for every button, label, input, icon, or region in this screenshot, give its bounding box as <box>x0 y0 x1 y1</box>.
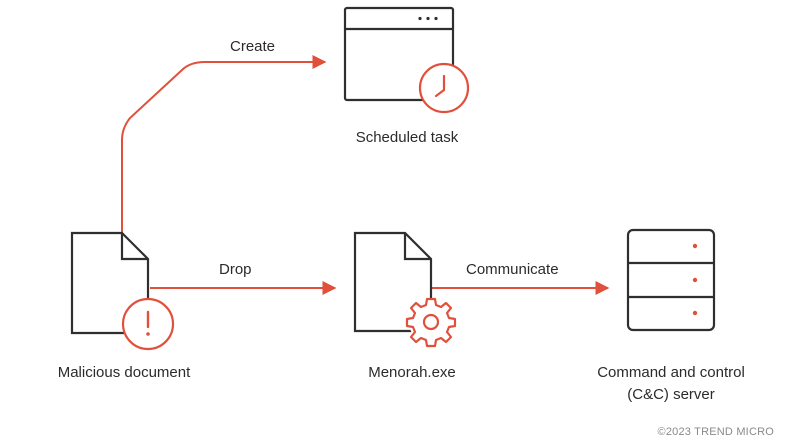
create-label: Create <box>230 38 276 55</box>
scheduled-task-label: Scheduled task <box>355 129 459 146</box>
create-arrow <box>121 55 327 240</box>
drop-label: Drop <box>219 261 252 278</box>
malicious-document-label: Malicious document <box>57 364 191 381</box>
server-icon <box>626 228 716 332</box>
cnc-server-label-line1: Command and control <box>597 364 745 381</box>
menorah-exe-label: Menorah.exe <box>368 364 456 381</box>
cnc-server-label-line2: (C&C) server <box>627 386 715 403</box>
window-clock-icon <box>343 6 470 114</box>
copyright-footer: ©2023 TREND MICRO <box>657 426 774 438</box>
communicate-label: Communicate <box>466 261 559 278</box>
document-warning-icon <box>70 231 175 351</box>
document-gear-icon <box>353 231 457 348</box>
